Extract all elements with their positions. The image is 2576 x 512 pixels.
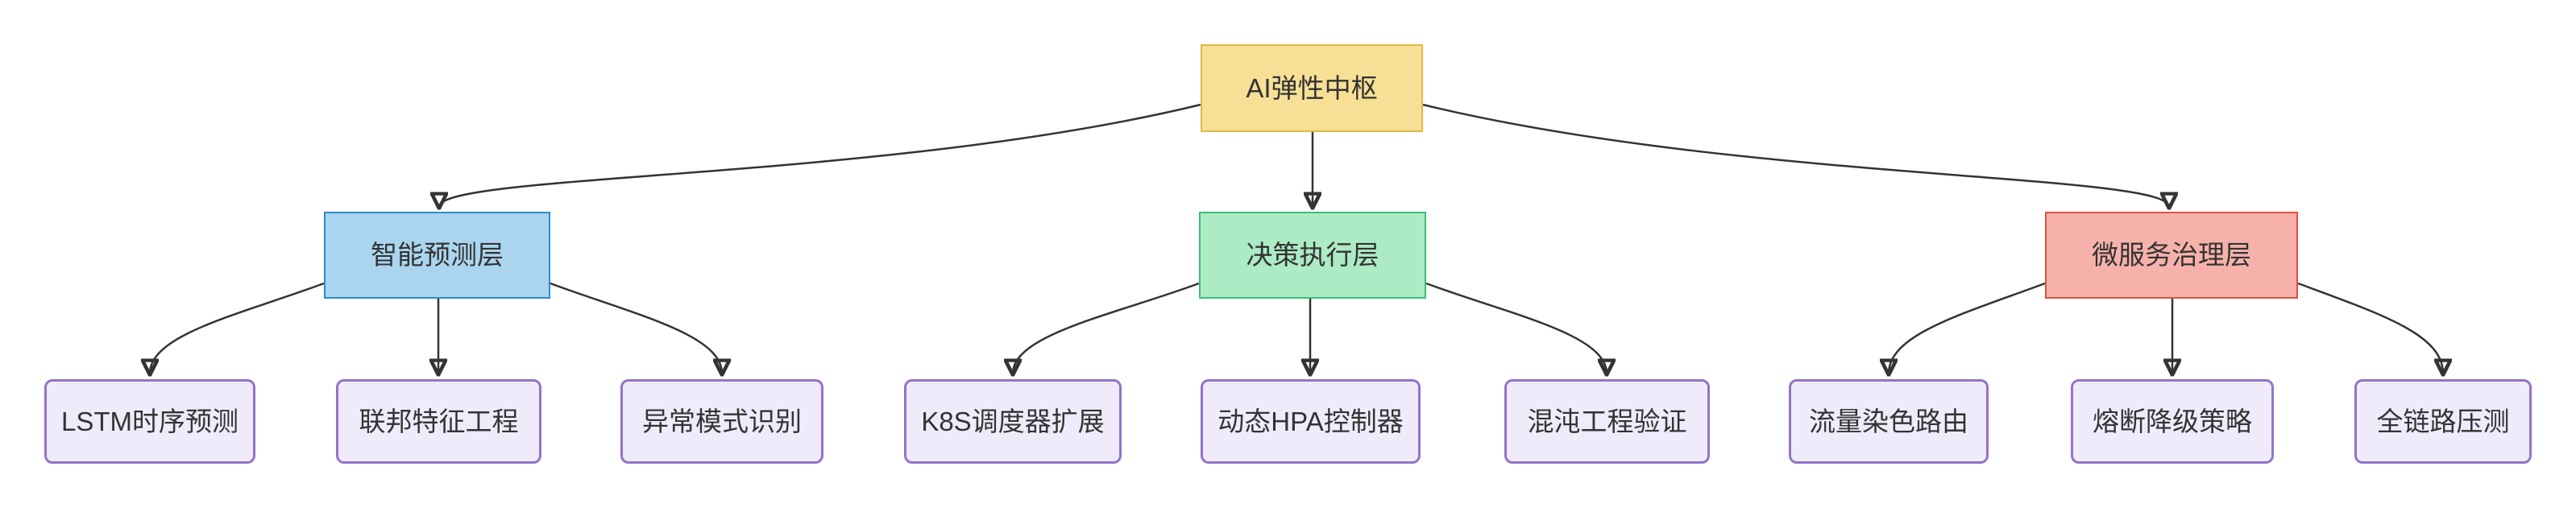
edge-root-governance — [1422, 103, 2169, 207]
edge-prediction-lstm — [150, 282, 325, 374]
node-circuit-breaker: 熔断降级策略 — [2071, 379, 2274, 464]
node-hpa-controller: 动态HPA控制器 — [1201, 379, 1421, 464]
node-ai-hub: AI弹性中枢 — [1201, 44, 1423, 132]
node-governance-layer: 微服务治理层 — [2045, 212, 2298, 299]
node-traffic-routing: 流量染色路由 — [1789, 379, 1989, 464]
edge-decision-chaos — [1425, 282, 1607, 374]
edge-decision-k8s — [1013, 282, 1200, 374]
node-anomaly-detection: 异常模式识别 — [620, 379, 823, 464]
node-stress-test: 全链路压测 — [2354, 379, 2532, 464]
edge-root-prediction — [439, 103, 1201, 207]
node-k8s-scheduler: K8S调度器扩展 — [904, 379, 1122, 464]
edge-governance-routing — [1889, 282, 2046, 374]
node-prediction-layer: 智能预测层 — [324, 212, 550, 299]
edge-governance-stress — [2297, 282, 2443, 374]
node-lstm-forecast: LSTM时序预测 — [44, 379, 255, 464]
node-federated-feature: 联邦特征工程 — [336, 379, 541, 464]
edge-prediction-anomaly — [550, 282, 722, 374]
node-chaos-verification: 混沌工程验证 — [1504, 379, 1710, 464]
node-decision-layer: 决策执行层 — [1199, 212, 1426, 299]
